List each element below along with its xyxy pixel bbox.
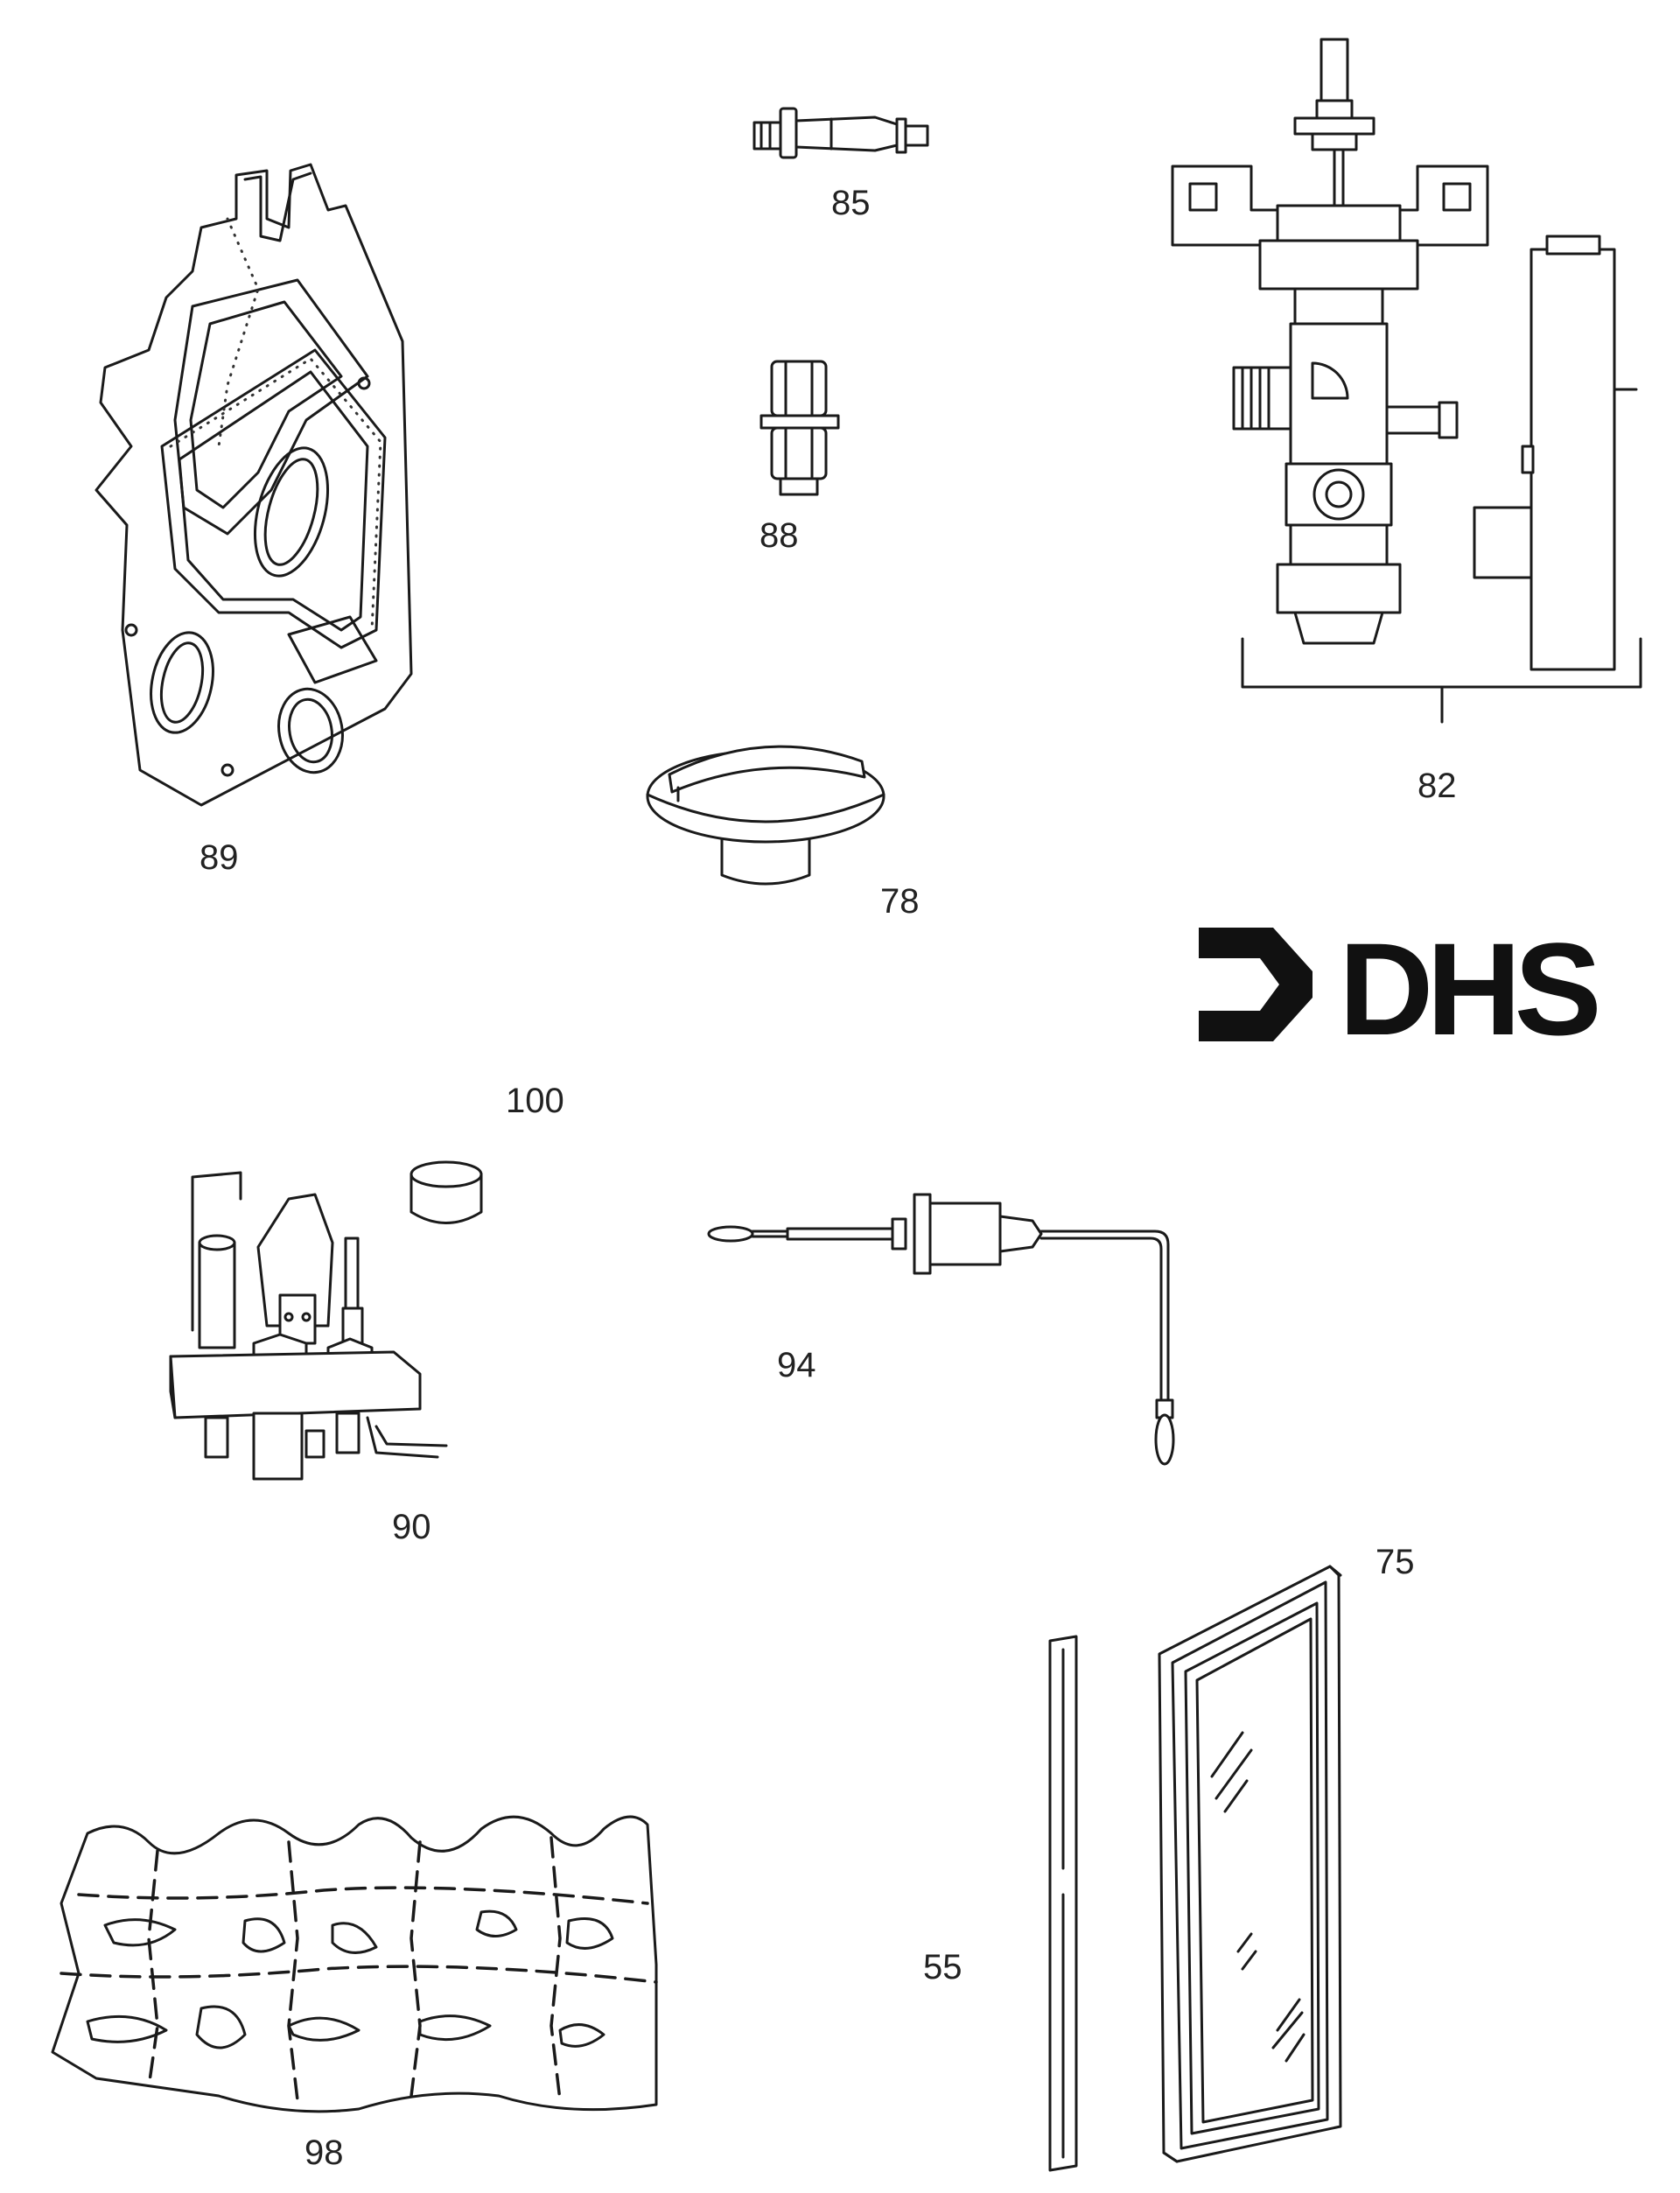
part-label-78: 78 [880, 882, 920, 921]
part-82-gas-valve [1164, 31, 1671, 731]
gas-valve-icon [1171, 38, 1642, 724]
part-55-gasket-strip [1041, 1632, 1085, 2192]
part-85-injector [744, 96, 936, 166]
part-88-fitting [752, 354, 849, 503]
part-label-89: 89 [200, 838, 239, 877]
thermocouple-icon [707, 1193, 1175, 1466]
pilot-assembly-icon [169, 1171, 448, 1481]
dhs-logo: DHS [1190, 915, 1602, 1062]
burner-plate-icon [94, 163, 413, 807]
part-100-cap [402, 1155, 490, 1234]
injector-icon [752, 107, 929, 159]
dhs-logo-mark-icon [1199, 928, 1312, 1041]
part-89-burner-plate [88, 158, 420, 823]
gasket-strip-icon [1048, 1635, 1078, 2172]
glass-door-icon [1158, 1565, 1342, 2163]
dhs-logo-text: DHS [1339, 915, 1602, 1062]
part-75-glass-door [1146, 1558, 1365, 2170]
part-90-pilot-assembly [158, 1164, 455, 1488]
part-94-thermocouple [700, 1186, 1199, 1466]
part-label-75: 75 [1376, 1543, 1415, 1581]
part-label-88: 88 [760, 516, 799, 555]
part-label-55: 55 [923, 1948, 962, 1986]
part-label-94: 94 [777, 1346, 816, 1384]
part-label-98: 98 [304, 2133, 344, 2172]
part-label-100: 100 [506, 1082, 564, 1120]
part-label-85: 85 [831, 184, 871, 222]
part-label-90: 90 [392, 1508, 431, 1546]
part-78-control-knob [639, 709, 892, 901]
cap-icon [410, 1160, 483, 1224]
control-knob-icon [646, 745, 886, 886]
part-label-82: 82 [1418, 767, 1457, 805]
part-98-ember-bed [44, 1798, 674, 2131]
ember-bed-icon [51, 1815, 658, 2113]
fitting-icon [760, 360, 840, 496]
